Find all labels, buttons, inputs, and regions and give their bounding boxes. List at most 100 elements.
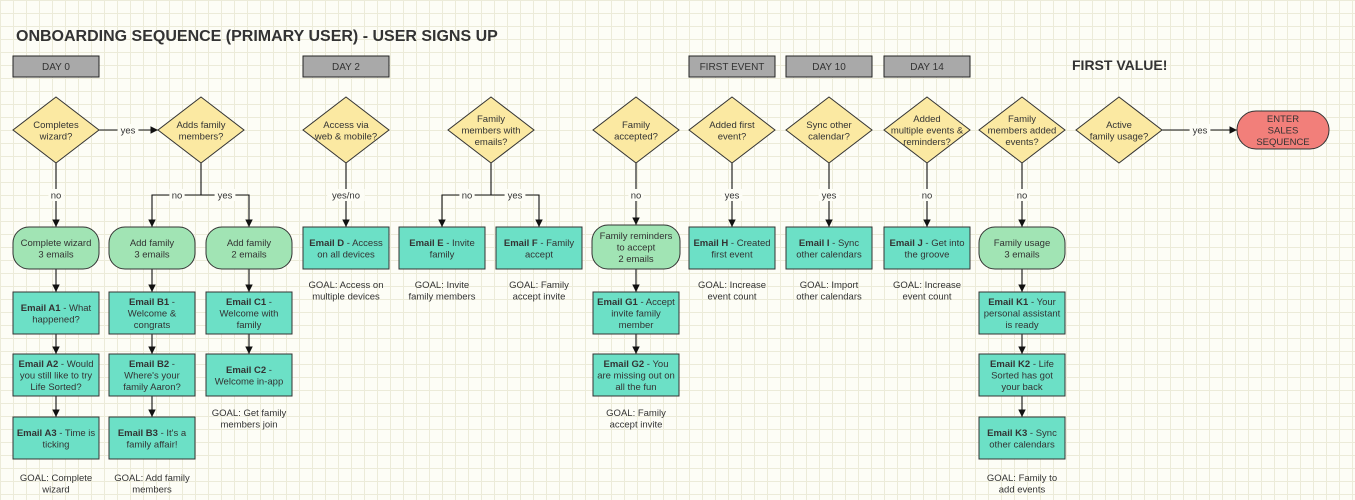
decision-label-line: wizard? [39,131,73,142]
goal-label-line: GOAL: Get family [212,408,287,419]
edge-label-no: no [1017,191,1028,202]
email-id: Email A1 [21,303,61,314]
decision-label-line: events? [1005,137,1038,148]
edge-adds-family-no [148,194,201,227]
email-subject: - Would [58,359,93,370]
email-label-line: accept [525,249,553,260]
email-label-line: Email B2 - [129,359,175,370]
day-header-first-event: FIRST EVENT [688,55,776,78]
goal-label-line: wizard [41,484,69,495]
edge-family-emails-no [438,194,491,227]
email-label-line: invite family [611,309,661,320]
email-subject: - [266,297,272,308]
sequence-label-line: 3 emails [38,249,74,260]
day-header-label: DAY 14 [910,62,944,73]
email-label-line: Email E - Invite [409,238,474,249]
decision-diamond [157,96,245,164]
email-box [978,291,1066,335]
email-label-line: Email G1 - Accept [597,297,675,308]
edge-label-bg [1014,189,1030,201]
decision-diamond [978,96,1066,164]
email-subject: is ready [1005,320,1039,331]
sequence-label-line: Add family [130,238,175,249]
decision-diamond [12,96,100,164]
decision-label-line: members? [179,131,224,142]
goal-label-line: GOAL: Invite [415,280,469,291]
email-label-line: Email K2 - Life [990,359,1054,370]
email-box [12,353,100,397]
email-label-line: first event [711,249,753,260]
email-id: Email H [693,238,728,249]
email-subject: first event [711,249,753,260]
email-label-line: Email A3 - Time is [17,428,96,439]
edge-label-bg [721,189,743,201]
email-box [785,226,873,270]
day-header-label: DAY 2 [332,62,360,73]
email-subject: Welcome in-app [215,376,283,387]
edge-label-no: no [51,191,62,202]
email-label-line: Sorted has got [991,371,1053,382]
email-id: Email J [890,238,923,249]
email-subject: congrats [134,320,171,331]
terminal-label-line: SEQUENCE [1256,137,1309,148]
email-label-line: the groove [905,249,950,260]
email-subject: ticking [43,439,70,450]
day-header-day2: DAY 2 [302,55,390,78]
decision-label-line: Adds family [176,120,225,131]
email-label-line: happened? [32,314,80,325]
email-subject: Where's your [124,371,180,382]
email-label-line: Email J - Get into [890,238,965,249]
goal-label-line: accept invite [610,419,663,430]
edge-label-yes: yes [725,191,740,202]
goal-label-line: other calendars [796,291,862,302]
email-subject: - [169,359,175,370]
email-label-line: Email F - Family [504,238,574,249]
edge-label-no: no [462,191,473,202]
email-label-line: Email K3 - Sync [987,428,1057,439]
decision-label-line: Family [622,120,650,131]
email-c2: Email C2 -Welcome in-app [205,353,293,397]
sequence-label-line: 3 emails [1004,249,1040,260]
email-label-line: Email H - Created [693,238,770,249]
email-label-line: other calendars [989,439,1055,450]
email-label-line: family [237,320,262,331]
email-id: Email C2 [226,365,266,376]
email-subject: accept [525,249,553,260]
edge-label-bg [504,189,526,201]
decision-label-line: emails? [475,137,508,148]
decision-label-line: web & mobile? [314,131,377,142]
email-subject: - Access [344,238,383,249]
email-label-line: Email I - Sync [799,238,859,249]
goal-label-line: GOAL: Increase [698,280,766,291]
edge-label-no: no [922,191,933,202]
email-label-line: member [619,320,654,331]
email-id: Email C1 [226,297,267,308]
email-box [592,353,680,397]
decision-diamond [1075,96,1163,164]
goal-label-line: members [132,484,172,495]
goal-label-line: accept invite [513,291,566,302]
